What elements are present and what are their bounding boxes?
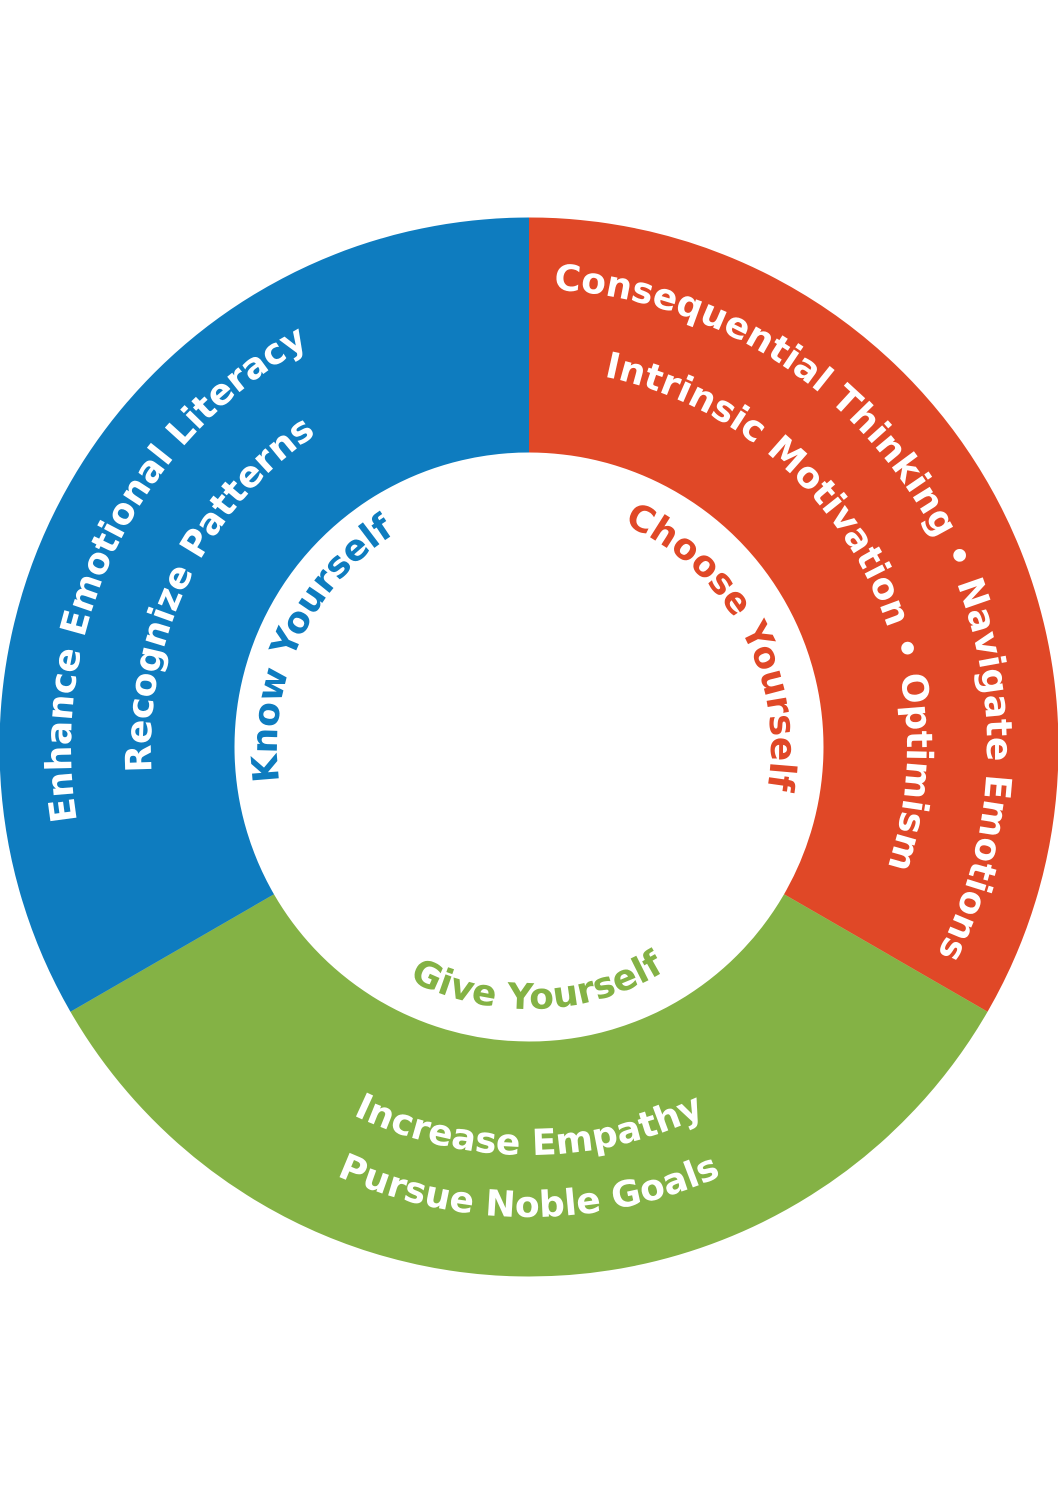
segment-arc-know-yourself [0,217,531,1012]
center-label-give-yourself-text: Give Yourself [405,943,669,1018]
segment-arc-give-yourself [70,892,988,1277]
segment-arc-choose-yourself [527,217,1058,1012]
donut-ring [0,217,1058,1277]
center-label-give-yourself: Give Yourself [405,943,669,1018]
center-labels: Know Yourself Choose Yourself Give Yours… [245,495,803,1018]
